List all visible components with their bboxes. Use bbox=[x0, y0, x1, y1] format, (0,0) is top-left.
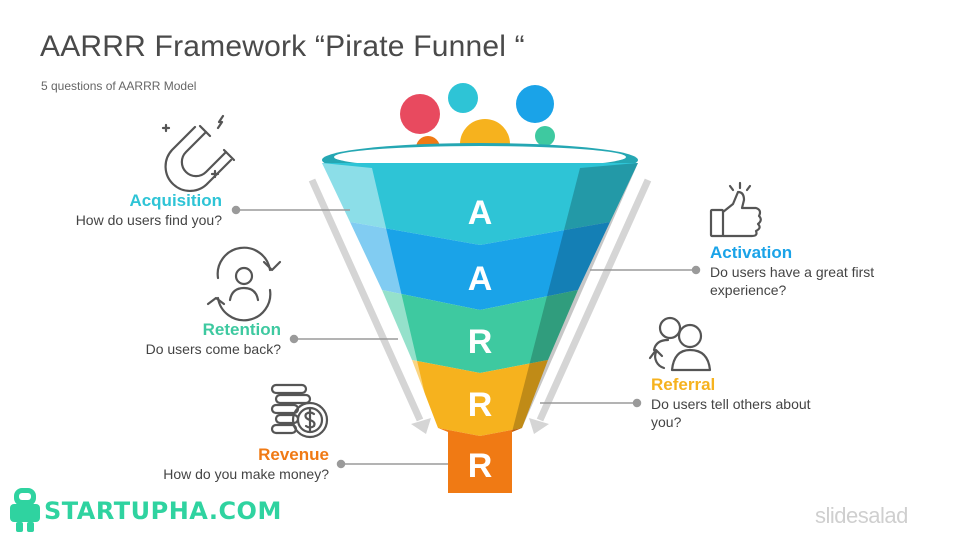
robot-logo-icon bbox=[10, 488, 40, 532]
funnel-layer-revenue bbox=[438, 428, 522, 493]
funnel-rim-inner bbox=[334, 146, 626, 168]
arrow-down-left bbox=[308, 178, 424, 422]
funnel-shade bbox=[512, 163, 638, 432]
funnel-sheen bbox=[322, 163, 448, 493]
stage-question-activation: Do users have a great first experience? bbox=[710, 264, 875, 298]
watermark: slidesalad bbox=[815, 503, 908, 528]
coins-dollar-icon bbox=[270, 383, 329, 439]
stage-acquisition: Acquisition How do users find you? bbox=[76, 191, 222, 229]
funnel-layer-retention bbox=[382, 290, 578, 373]
stage-question-retention: Do users come back? bbox=[145, 341, 281, 357]
funnel-layer-activation bbox=[350, 222, 610, 310]
thumbs-up-icon bbox=[709, 181, 762, 238]
stage-title-activation: Activation bbox=[710, 243, 793, 262]
user-cycle-icon bbox=[206, 246, 282, 322]
stage-question-acquisition: How do users find you? bbox=[75, 212, 222, 228]
stage-revenue: Revenue How do you make money? bbox=[163, 445, 329, 483]
connector-dot-retention bbox=[289, 334, 299, 344]
funnel-letter-2: A bbox=[468, 260, 493, 298]
users-refer-icon bbox=[648, 316, 712, 372]
stage-activation: Activation Do users have a great first e… bbox=[710, 243, 900, 299]
connector-dot-referral bbox=[632, 398, 642, 408]
stage-title-acquisition: Acquisition bbox=[129, 191, 222, 210]
bubble-green bbox=[535, 126, 555, 146]
connector-dot-revenue bbox=[336, 459, 346, 469]
arrow-head-left bbox=[411, 418, 431, 434]
funnel-letter-3: R bbox=[468, 323, 493, 361]
page-title: AARRR Framework “Pirate Funnel “ bbox=[40, 30, 525, 63]
funnel-layer-referral bbox=[412, 360, 548, 436]
magnet-icon bbox=[161, 114, 236, 193]
bubble-cyan bbox=[448, 83, 478, 113]
stage-retention: Retention Do users come back? bbox=[146, 320, 281, 358]
stage-question-revenue: How do you make money? bbox=[163, 466, 329, 482]
stage-title-retention: Retention bbox=[202, 320, 281, 339]
stage-title-revenue: Revenue bbox=[258, 445, 329, 464]
funnel-letter-4: R bbox=[468, 386, 493, 424]
funnel-letter-1: A bbox=[468, 194, 493, 232]
bubble-blue bbox=[516, 85, 554, 123]
bubble-red bbox=[400, 94, 440, 134]
arrow-down-right bbox=[536, 178, 652, 422]
brand-text: STARTUPHA.COM bbox=[44, 497, 282, 525]
stage-question-referral: Do users tell others about you? bbox=[651, 396, 811, 430]
arrow-head-right bbox=[529, 418, 549, 434]
stage-title-referral: Referral bbox=[651, 375, 716, 394]
connector-dot-activation bbox=[691, 265, 701, 275]
stage-referral: Referral Do users tell others about you? bbox=[651, 375, 841, 431]
funnel-letter-5: R bbox=[468, 447, 493, 485]
funnel-layer-acquisition bbox=[322, 163, 638, 245]
connector-dot-acquisition bbox=[231, 205, 241, 215]
page-subtitle: 5 questions of AARRR Model bbox=[41, 79, 197, 93]
